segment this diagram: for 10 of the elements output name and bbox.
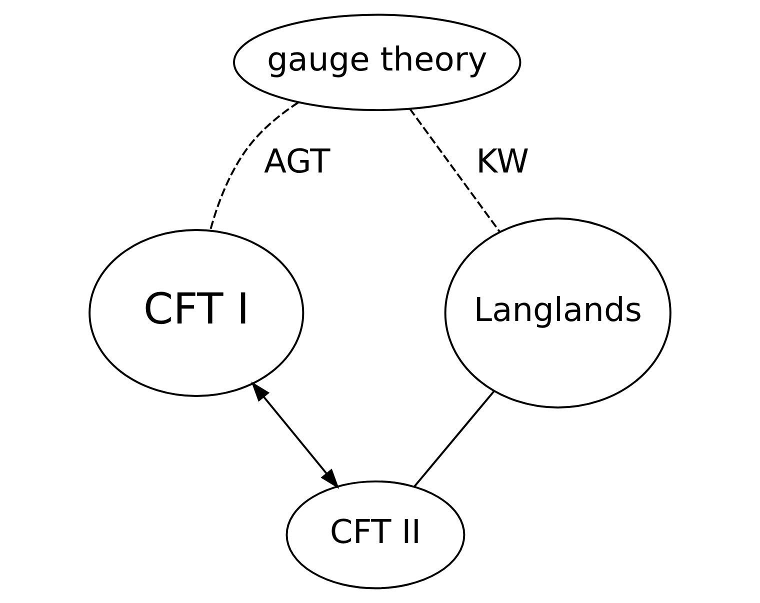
node-ellipse: CFT II [286, 480, 466, 590]
node-ellipse: gauge theory [233, 14, 522, 112]
edge-label: KW [476, 142, 529, 181]
edge-label: AGT [264, 142, 330, 181]
arrow [251, 381, 340, 489]
node-ellipse: Langlands [444, 218, 672, 408]
connector [209, 102, 299, 231]
connector [414, 390, 495, 488]
connector [409, 108, 501, 232]
node-ellipse: CFT I [88, 229, 304, 397]
